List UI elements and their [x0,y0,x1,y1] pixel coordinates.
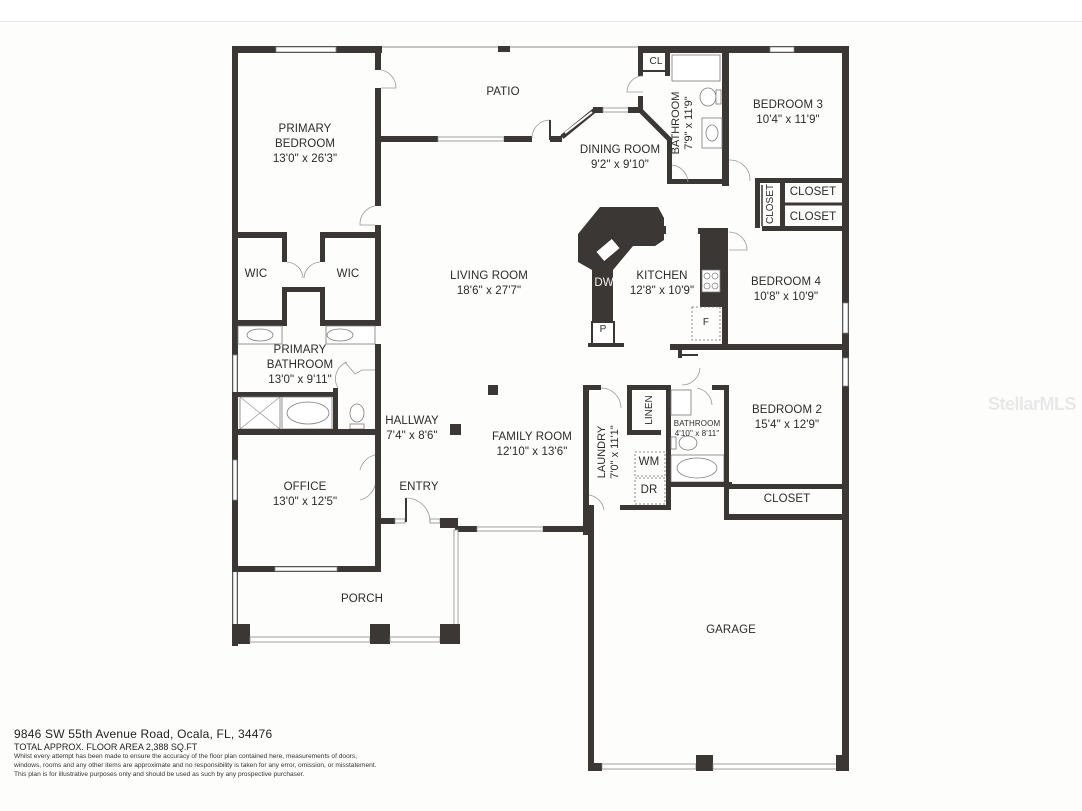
room-wic-left: WIC [244,268,268,280]
room-closet-cl: CL [649,56,663,67]
room-bathroom-2: BATHROOM 4'10" x 8'11" [673,419,721,438]
room-hallway: HALLWAY 7'4" x 8'6" [385,415,439,442]
room-closet-a: CLOSET [789,186,837,198]
disclaimer-line-3: This plan is for illustrative purposes o… [14,771,305,778]
room-closet-vertical: CLOSET [765,184,776,225]
top-bar [0,0,1082,22]
pantry-label: P [599,324,607,335]
room-garage: GARAGE [706,624,756,636]
room-porch: PORCH [340,593,384,605]
appliance-dishwasher: DW [594,277,614,289]
room-bedroom-4: BEDROOM 4 10'8" x 10'9" [751,276,821,303]
room-laundry: LAUNDRY 7'0" x 11'1" [596,425,621,479]
room-wic-right: WIC [336,268,360,280]
room-primary-bedroom: PRIMARY BEDROOM 13'0" x 26'3" [272,123,338,165]
room-kitchen: KITCHEN 12'8" x 10'9" [629,270,695,297]
appliance-fridge: F [702,317,710,328]
room-entry: ENTRY [399,481,439,493]
room-office: OFFICE 13'0" x 12'5" [272,481,338,508]
room-bedroom-2: BEDROOM 2 15'4" x 12'9" [752,404,822,431]
room-bathroom-top: BATHROOM 7'9" x 11'9" [670,91,695,155]
room-living-room: LIVING ROOM 18'6" x 27'7" [450,270,528,297]
total-floor-area: TOTAL APPROX. FLOOR AREA 2,388 SQ.FT [14,742,198,752]
appliance-washer: WM [638,456,660,468]
disclaimer-line-2: windows, rooms and any other items are a… [14,762,377,769]
watermark: StellarMLS [988,394,1077,414]
room-family-room: FAMILY ROOM 12'10" x 13'6" [492,431,572,458]
disclaimer-line-1: Whilst every attempt has been made to en… [14,753,358,760]
room-linen: LINEN [644,395,655,425]
room-dining-room: DINING ROOM 9'2" x 9'10" [579,144,661,171]
room-bedroom-3: BEDROOM 3 10'4" x 11'9" [753,99,823,126]
room-primary-bathroom: PRIMARY BATHROOM 13'0" x 9'11" [266,344,334,386]
footer: 9846 SW 55th Avenue Road, Ocala, FL, 344… [14,727,464,779]
appliance-dryer: DR [640,484,658,496]
property-address: 9846 SW 55th Avenue Road, Ocala, FL, 344… [14,727,273,741]
room-closet-b: CLOSET [789,211,837,223]
room-closet-bedroom-2: CLOSET [763,493,811,505]
room-patio: PATIO [486,86,520,98]
